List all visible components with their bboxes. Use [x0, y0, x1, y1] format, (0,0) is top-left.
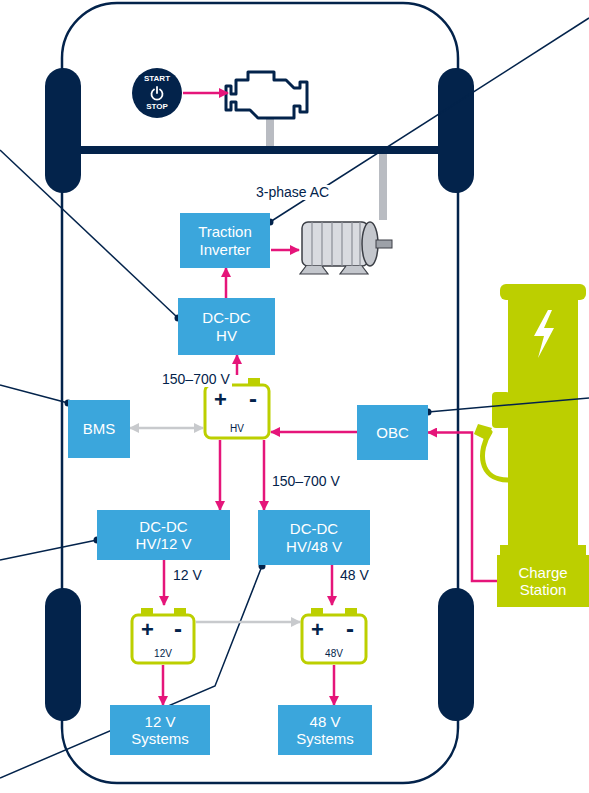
wheel: [45, 588, 81, 721]
box-label: 12 V Systems: [125, 713, 195, 748]
motor-shaft: [379, 150, 387, 220]
start-button: START STOP: [132, 68, 182, 118]
flow-arrow: [219, 440, 222, 510]
flow-arrow: [331, 565, 334, 605]
box-label: Traction Inverter: [190, 223, 260, 258]
terminal-sign: -: [249, 387, 257, 411]
phase-arrow: [271, 249, 299, 252]
box-label: DC-DC HV/12 V: [129, 518, 199, 553]
terminal-sign: -: [346, 617, 354, 641]
station-box: Charge Station: [497, 555, 589, 607]
flow-arrow: [263, 440, 266, 510]
charger-illustration: [474, 284, 586, 555]
wheel: [438, 588, 474, 721]
box-label: BMS: [83, 420, 116, 437]
flow-arrow: [163, 560, 166, 605]
box-label: DC-DC HV/48 V: [279, 520, 349, 555]
flow-arrow: [130, 427, 203, 430]
battery-symbol: +- 12V: [130, 605, 196, 665]
battery-voltage: HV: [203, 424, 271, 434]
axle: [62, 146, 458, 154]
terminal-sign: +: [141, 619, 154, 641]
systems-box: 48 V Systems: [278, 705, 372, 755]
start-arrow: [183, 92, 228, 95]
car-body: [62, 3, 458, 783]
converter-box: DC-DC HV: [178, 298, 275, 355]
wheel: [45, 68, 81, 193]
voltage-label: 12 V: [171, 568, 204, 583]
wheel: [438, 68, 474, 193]
flow-arrow: [225, 268, 228, 298]
terminal-sign: +: [214, 389, 227, 411]
box-label: OBC: [376, 424, 409, 441]
engine-shaft: [266, 116, 274, 150]
leader-dots: [65, 219, 432, 570]
flow-arrow: [333, 665, 336, 705]
box-label: 48 V Systems: [290, 713, 360, 748]
bms-box: BMS: [68, 400, 130, 458]
voltage-label: 150–700 V: [270, 474, 342, 489]
power-icon: [149, 85, 165, 101]
inverter-box: Traction Inverter: [180, 213, 270, 268]
battery-voltage: 12V: [130, 649, 196, 659]
electric-motor: [300, 222, 392, 274]
battery-voltage: 48V: [300, 649, 368, 659]
flow-arrow: [162, 665, 165, 705]
flow-arrow: [271, 431, 357, 434]
engine-icon: [226, 72, 307, 118]
signal-label: 3-phase AC: [254, 185, 331, 200]
systems-box: 12 V Systems: [110, 705, 210, 755]
terminal-sign: +: [311, 619, 324, 641]
charger-box: OBC: [357, 405, 428, 460]
button-label: START: [132, 75, 182, 83]
flow-arrow: [236, 355, 239, 375]
voltage-label: 150–700 V: [160, 372, 232, 387]
box-label: DC-DC HV: [192, 309, 262, 344]
flow-arrow: [428, 433, 497, 582]
flow-arrow: [196, 621, 300, 624]
converter-box: DC-DC HV/12 V: [97, 510, 230, 560]
voltage-label: 48 V: [338, 568, 371, 583]
button-label: STOP: [132, 103, 182, 111]
battery-symbol: +- 48V: [300, 605, 368, 665]
box-label: Charge Station: [508, 564, 578, 599]
terminal-sign: -: [174, 617, 182, 641]
converter-box: DC-DC HV/48 V: [258, 510, 370, 565]
leader-lines: [0, 18, 589, 778]
